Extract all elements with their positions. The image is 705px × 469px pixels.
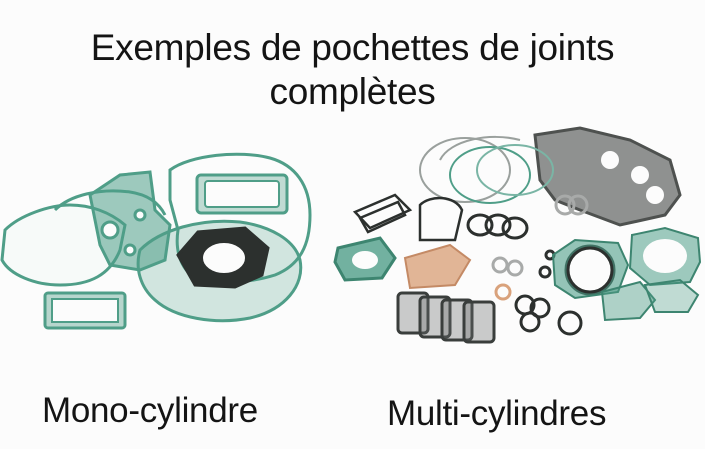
mono-cylinder-gasket-kit-image (0, 152, 312, 330)
gasket-kits-illustration (0, 126, 702, 344)
title-line-2: complètes (269, 71, 436, 112)
title-line-1: Exemples de pochettes de joints (90, 27, 615, 68)
caption-multi-cylindres: Multi-cylindres (387, 394, 607, 433)
caption-mono-cylindre: Mono-cylindre (42, 391, 258, 430)
bottom-margin (0, 449, 705, 469)
slide-title: Exemples de pochettes de joints complète… (0, 26, 705, 114)
slide-canvas: Exemples de pochettes de joints complète… (0, 26, 705, 433)
multi-cylinder-gasket-kit-image (333, 126, 702, 344)
